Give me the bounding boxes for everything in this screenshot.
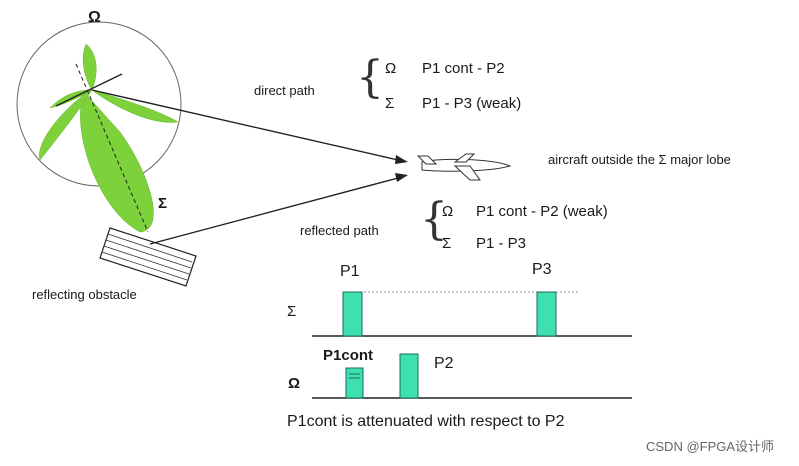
boresight-axis — [75, 63, 149, 233]
omega-channel — [312, 353, 632, 399]
direct-path-brace: { — [356, 52, 384, 103]
sigma-major-lobe — [80, 91, 154, 233]
reflected-path-brace: { — [420, 194, 448, 245]
direct-row-1-text: P1 cont - P2 — [422, 60, 505, 77]
omega-pattern-label: Ω — [88, 9, 101, 26]
reflected-row-1-text: P1 cont - P2 (weak) — [476, 203, 608, 220]
side-lobe-left — [39, 89, 93, 161]
omega-p1cont-label: P1cont — [323, 347, 374, 364]
direct-row-2-symbol: Σ — [385, 95, 395, 112]
antenna-axis — [55, 73, 123, 107]
reflecting-obstacle-label: reflecting obstacle — [32, 287, 137, 302]
sigma-p1-label: P1 — [340, 263, 360, 280]
watermark: CSDN @FPGA设计师 — [646, 439, 775, 454]
omega-pulse-p1cont — [345, 367, 364, 399]
side-lobe-right — [91, 89, 179, 123]
aircraft-label: aircraft outside the Σ major lobe — [548, 152, 731, 167]
reflected-row-1-symbol: Ω — [442, 203, 454, 220]
side-lobe-top — [82, 43, 97, 91]
direct-row-1-symbol: Ω — [385, 60, 397, 77]
direct-row-2-text: P1 - P3 (weak) — [422, 95, 522, 112]
reflecting-obstacle-shape — [99, 227, 197, 287]
reflected-path-label: reflected path — [300, 223, 379, 238]
sigma-pulse-p1 — [342, 291, 363, 337]
caption: P1cont is attenuated with respect to P2 — [287, 413, 565, 430]
sigma-pulse-p3 — [536, 291, 557, 337]
omega-pulse-p2 — [399, 353, 419, 399]
sigma-lobe-label: Σ — [158, 195, 168, 212]
aircraft-icon — [416, 153, 512, 181]
sigma-channel-label: Σ — [287, 303, 297, 320]
reflected-path-arrow — [149, 173, 408, 245]
direct-path-arrow — [91, 89, 408, 164]
direct-path-label: direct path — [254, 83, 315, 98]
omega-p2-label: P2 — [434, 355, 454, 372]
sigma-channel — [312, 291, 632, 337]
reflected-row-2-text: P1 - P3 — [476, 235, 527, 252]
omega-channel-label: Ω — [288, 375, 301, 392]
reflected-row-2-symbol: Σ — [442, 235, 452, 252]
sigma-p3-label: P3 — [532, 261, 552, 278]
